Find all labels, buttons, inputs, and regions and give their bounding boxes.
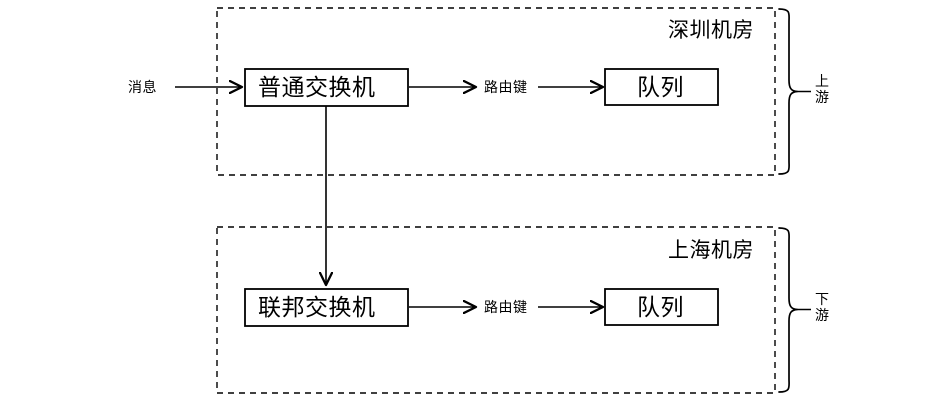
normal-exchange-box <box>244 68 409 107</box>
downstream-zone-border <box>216 226 776 394</box>
upstream-zone-title: 深圳机房 <box>668 19 754 42</box>
federated-exchange-box <box>244 288 409 327</box>
upstream-zone-border <box>216 7 776 176</box>
normal-exchange-label: 普通交换机 <box>258 74 376 100</box>
message-source-label: 消息 <box>128 79 157 95</box>
downstream-brace <box>778 227 798 393</box>
upstream-brace <box>778 8 798 175</box>
routing-key-label-top: 路由键 <box>484 79 528 95</box>
downstream-brace-label: 下游 <box>815 291 829 324</box>
queue-box-top <box>604 68 719 106</box>
federated-exchange-label: 联邦交换机 <box>258 294 376 320</box>
downstream-zone-title: 上海机房 <box>668 239 754 262</box>
queue-label-bottom: 队列 <box>637 294 684 320</box>
routing-key-label-bottom: 路由键 <box>484 299 528 315</box>
queue-label-top: 队列 <box>637 74 684 100</box>
queue-box-bottom <box>604 288 719 326</box>
upstream-brace-label: 上游 <box>815 73 829 106</box>
